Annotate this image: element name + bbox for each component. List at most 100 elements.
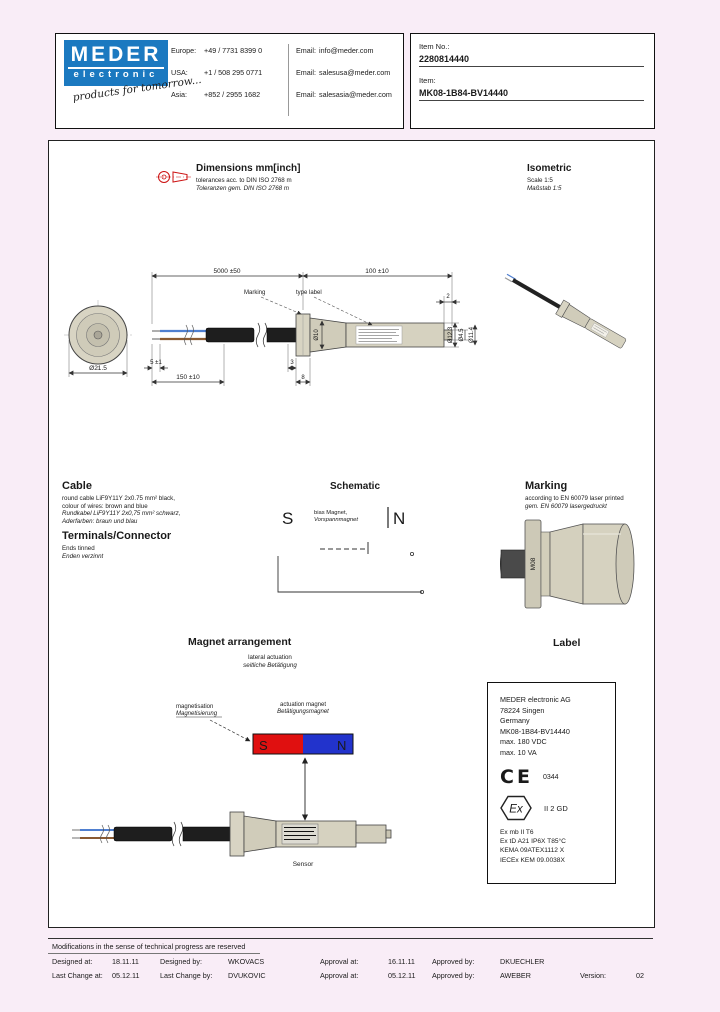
marking-view: M08 [500, 519, 635, 609]
magnet-sub-en: lateral actuation [248, 654, 292, 661]
magnet-sub-de: seitliche Betätigung [243, 661, 297, 669]
magnet-s-pole: S [259, 738, 268, 753]
actuation-label-en: actuation magnet [280, 702, 326, 708]
label-part-number: MK08-1B84-BV14440 [500, 726, 570, 736]
magnet-n-pole: N [337, 738, 346, 753]
magnetisation-label-de: Magnetisierung [176, 711, 218, 717]
label-cert-2: Ex tD A21 IP6X T85°C [500, 838, 566, 846]
dim-tip-length: 2 [446, 294, 450, 300]
contact-email-asia[interactable]: salesasia@meder.com [319, 90, 392, 99]
dim-dia-tip2: Ø11.4 [469, 326, 475, 343]
designed-at-label: Designed at: [52, 957, 93, 966]
label-city: 78224 Singen [500, 705, 545, 715]
contact-phone-usa: +1 / 508 295 0771 [204, 68, 263, 77]
contact-region-europe: Europe: [171, 46, 197, 55]
cable-line1-en: round cable LiF9Y11Y 2x0.75 mm² black, [62, 495, 175, 502]
ce-mark: CE [500, 766, 533, 788]
callout-marking: Marking [244, 290, 265, 296]
marking-part-text: M08 [530, 557, 537, 570]
version-label: Version: [580, 971, 606, 980]
approved2-by-value: AWEBER [500, 971, 531, 980]
dim-flange-width: 8 [301, 375, 305, 381]
label-rating-voltage: max. 180 VDC [500, 737, 547, 746]
callout-type-label: type label [296, 290, 322, 296]
item-value: MK08-1B84-BV14440 [419, 88, 644, 101]
header-contact-box: MEDER electronic products for tomorrow..… [55, 33, 404, 129]
label-cert-4: IECEx KEM 09.0038X [500, 856, 565, 864]
approval2-at-value: 05.12.11 [388, 971, 416, 980]
sensor-caption: Sensor [293, 861, 314, 868]
actuation-magnet: S N [252, 733, 354, 755]
sensor-side-view: Sensor [72, 811, 392, 868]
marking-line-en: according to EN 60079 laser printed [525, 495, 624, 502]
designed-by-label: Designed by: [160, 957, 202, 966]
dim-gap: 3 [290, 360, 294, 366]
dimensions-note-en: tolerances acc. to DIN ISO 2768 m [196, 177, 292, 184]
schematic-title: Schematic [329, 481, 381, 492]
magnetisation-label-en: magnetisation [176, 704, 213, 710]
side-view [152, 313, 453, 357]
contact-phone-europe: +49 / 7731 8399 0 [204, 46, 263, 55]
contact-region-asia: Asia: [171, 90, 187, 99]
contact-email-label-asia: Email: [296, 90, 316, 99]
bottom-dimensions: 5 ±1 150 ±10 3 8 [144, 344, 311, 386]
dim-dia-tip: Ø4.5 [459, 328, 465, 342]
isometric-scale-en: Scale 1:5 [527, 177, 553, 184]
item-no-value: 2280814440 [419, 54, 644, 67]
schematic-n-pole: N [393, 509, 405, 528]
footer-note: Modifications in the sense of technical … [52, 942, 246, 951]
schematic-drawing: S N bias Magnet, Vorspannmagnet [277, 507, 424, 594]
callouts: Marking type label [244, 290, 373, 326]
label-cert-1: Ex mb II T6 [500, 829, 534, 836]
approval1-at-value: 16.11.11 [388, 957, 415, 966]
contact-email-label-usa: Email: [296, 68, 316, 77]
meder-logo: MEDER electronic [64, 40, 168, 86]
dim-wire-strip: 5 ±1 [150, 360, 162, 366]
changed-by-label: Last Change by: [160, 971, 213, 980]
changed-at-label: Last Change at: [52, 971, 103, 980]
version-value: 02 [636, 971, 644, 980]
cable-line2-de: Aderfarben: braun und blau [62, 517, 138, 525]
footer-note-rule [48, 953, 260, 954]
dimension-drawing: Ø21.5 [64, 268, 478, 386]
dim-dia-end: Ø21.5 [89, 365, 107, 372]
magnet-title: Magnet arrangement [188, 636, 292, 648]
label-title: Label [553, 637, 581, 649]
marking-title: Marking [525, 480, 568, 492]
approval1-at-label: Approval at: [320, 957, 359, 966]
schematic-s-pole: S [282, 509, 293, 528]
item-label: Item: [419, 76, 436, 85]
header-item-box: Item No.: 2280814440 Item: MK08-1B84-BV1… [410, 33, 655, 129]
footer-top-rule [48, 938, 653, 939]
dim-lead-length: 150 ±10 [176, 374, 200, 381]
isometric-title: Isometric [527, 163, 572, 174]
contact-email-usa[interactable]: salesusa@meder.com [319, 68, 391, 77]
contacts-divider [288, 44, 289, 116]
diameter-dimensions: Ø10 Ø12.3 Ø4.5 Ø11.4 [314, 320, 478, 350]
magnet-arrangement-drawing: magnetisation Magnetisierung actuation m… [72, 702, 392, 868]
terminals-title: Terminals/Connector [62, 530, 172, 542]
dim-dia-neck: Ø10 [314, 329, 320, 341]
ce-number: 0344 [542, 773, 559, 781]
contact-email-europe[interactable]: info@meder.com [319, 46, 374, 55]
marking-line-de: gem. EN 60079 lasergedruckt [525, 502, 607, 510]
approved1-by-value: DKUECHLER [500, 957, 545, 966]
first-angle-projection-icon [156, 171, 192, 183]
cable-line2-en: colour of wires: brown and blue [62, 502, 148, 510]
contact-email-label-europe: Email: [296, 46, 316, 55]
top-dimensions: 5000 ±50 100 ±10 2 [151, 268, 460, 328]
dim-dia-body: Ø12.3 [448, 326, 454, 343]
isometric-scale-de: Maßstab 1:5 [527, 184, 562, 192]
approved2-by-label: Approved by: [432, 971, 475, 980]
end-view: Ø21.5 [64, 300, 132, 377]
ex-hexagon-text: Ex [509, 804, 524, 816]
cable-title: Cable [62, 480, 92, 492]
changed-by-value: DVUKOVIC [228, 971, 266, 980]
actuation-label-de: Betätigungsmagnet [277, 709, 329, 715]
logo-text-meder: MEDER [70, 43, 162, 66]
label-cert-3: KEMA 09ATEX1112 X [500, 847, 565, 855]
item-no-label: Item No.: [419, 42, 450, 51]
cable-line1-de: Rundkabel LiF9Y11Y 2x0,75 mm² schwarz, [62, 510, 181, 517]
ex-classification: II 2 GD [544, 803, 568, 813]
